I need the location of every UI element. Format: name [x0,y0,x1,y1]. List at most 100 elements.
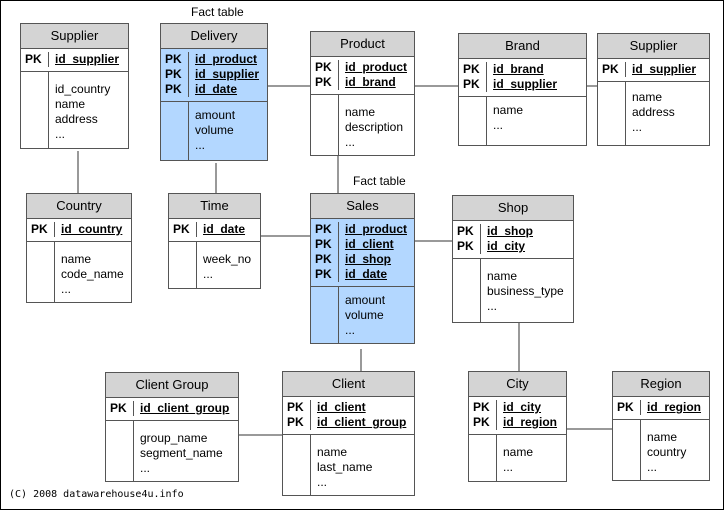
attr-field: name [632,90,663,104]
attr-field: ... [345,135,356,149]
pk-marker: PK [473,415,490,429]
table-title: Region [613,372,709,397]
pk-marker: PK [25,52,42,66]
table-title: Brand [459,34,586,59]
fact-table-label-delivery: Fact table [191,5,244,19]
attr-field: ... [55,127,66,141]
attr-field: ... [203,267,214,281]
pk-marker: PK [315,75,332,89]
attr-field: ... [493,118,504,132]
key-field: id_region [647,400,702,414]
attr-field: name [317,445,348,459]
key-field: id_country [61,222,123,236]
pk-marker: PK [457,224,474,238]
attr-field: amount [195,108,236,122]
pk-marker: PK [287,400,304,414]
pk-marker: PK [173,222,190,236]
table-title: Country [27,194,131,219]
key-field: id_product [345,222,407,236]
table-time[interactable]: Time PK id_date week_no ... [168,193,261,289]
key-field: id_date [203,222,246,236]
table-title: Client Group [106,373,238,398]
table-title: Shop [453,196,573,221]
pk-marker: PK [457,239,474,253]
pk-marker: PK [165,82,182,96]
key-field: id_supplier [493,77,558,91]
pk-marker: PK [165,67,182,81]
table-brand[interactable]: Brand PK PK id_brand id_supplier name ..… [458,33,587,146]
key-field: id_date [345,267,388,281]
table-title: Delivery [161,24,267,49]
pk-marker: PK [287,415,304,429]
key-field: id_brand [493,62,544,76]
table-title: Supplier [21,24,128,49]
attr-field: name [61,252,92,266]
table-client-group[interactable]: Client Group PK id_client_group group_na… [105,372,239,482]
attr-field: ... [647,460,658,474]
attr-field: ... [503,460,514,474]
attr-field: ... [195,138,206,152]
table-title: Client [283,372,414,397]
attr-field: group_name [140,431,208,445]
pk-marker: PK [315,222,332,236]
table-product[interactable]: Product PK PK id_product id_brand name d… [310,31,415,156]
table-title: Supplier [598,34,709,59]
pk-marker: PK [473,400,490,414]
table-title: Sales [311,194,414,219]
pk-marker: PK [31,222,48,236]
attr-field: amount [345,293,386,307]
copyright-text: (C) 2008 datawarehouse4u.info [9,489,184,500]
table-supplier-left[interactable]: Supplier PK id_supplier id_country name … [20,23,129,149]
key-field: id_supplier [632,62,697,76]
table-client[interactable]: Client PK PK id_client id_client_group n… [282,371,415,496]
key-field: id_city [503,400,542,414]
attr-field: ... [61,282,72,296]
pk-marker: PK [110,401,127,415]
attr-field: segment_name [140,446,223,460]
pk-marker: PK [315,60,332,74]
attr-field: volume [345,308,384,322]
attr-field: address [55,112,98,126]
pk-marker: PK [463,77,480,91]
attr-field: description [345,120,404,134]
attr-field: name [345,105,376,119]
attr-field: ... [487,299,498,313]
key-field: id_supplier [195,67,260,81]
key-field: id_shop [487,224,534,238]
pk-marker: PK [602,62,619,76]
key-field: id_client_group [140,401,230,415]
pk-marker: PK [617,400,634,414]
attr-field: id_country [55,82,111,96]
key-field: id_brand [345,75,396,89]
table-country[interactable]: Country PK id_country name code_name ... [26,193,132,303]
attr-field: week_no [203,252,252,266]
key-field: id_product [345,60,407,74]
table-supplier-right[interactable]: Supplier PK id_supplier name address ... [597,33,710,146]
attr-field: name [503,445,534,459]
key-field: id_product [195,52,257,66]
attr-field: country [647,445,687,459]
attr-field: volume [195,123,234,137]
key-field: id_client_group [317,415,407,429]
attr-field: ... [140,461,151,475]
attr-field: ... [317,475,328,489]
table-shop[interactable]: Shop PK PK id_shop id_city name business… [452,195,574,323]
attr-field: name [55,97,86,111]
table-region[interactable]: Region PK id_region name country ... [612,371,710,481]
key-field: id_region [503,415,558,429]
pk-marker: PK [165,52,182,66]
table-delivery[interactable]: Delivery PK PK PK id_product id_supplier… [160,23,268,161]
pk-marker: PK [463,62,480,76]
attr-field: address [632,105,675,119]
table-sales[interactable]: Sales PK PK PK PK id_product id_client i… [310,193,415,344]
fact-table-label-sales: Fact table [353,174,406,188]
key-field: id_city [487,239,526,253]
table-city[interactable]: City PK PK id_city id_region name ... [468,371,567,482]
attr-field: ... [632,120,643,134]
key-field: id_client [345,237,394,251]
pk-marker: PK [315,267,332,281]
pk-marker: PK [315,252,332,266]
table-title: Time [169,194,260,219]
key-field: id_supplier [55,52,120,66]
